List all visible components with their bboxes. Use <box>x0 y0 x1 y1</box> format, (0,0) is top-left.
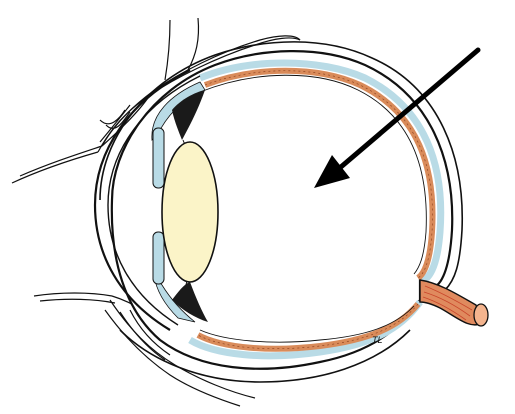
optic-nerve <box>419 279 489 327</box>
sclera <box>99 41 464 383</box>
pointer-arrow <box>314 47 481 188</box>
retina <box>196 67 436 352</box>
cornea <box>93 69 201 331</box>
lens <box>161 141 219 283</box>
artist-signature: TL <box>372 335 383 345</box>
iris <box>152 127 165 285</box>
